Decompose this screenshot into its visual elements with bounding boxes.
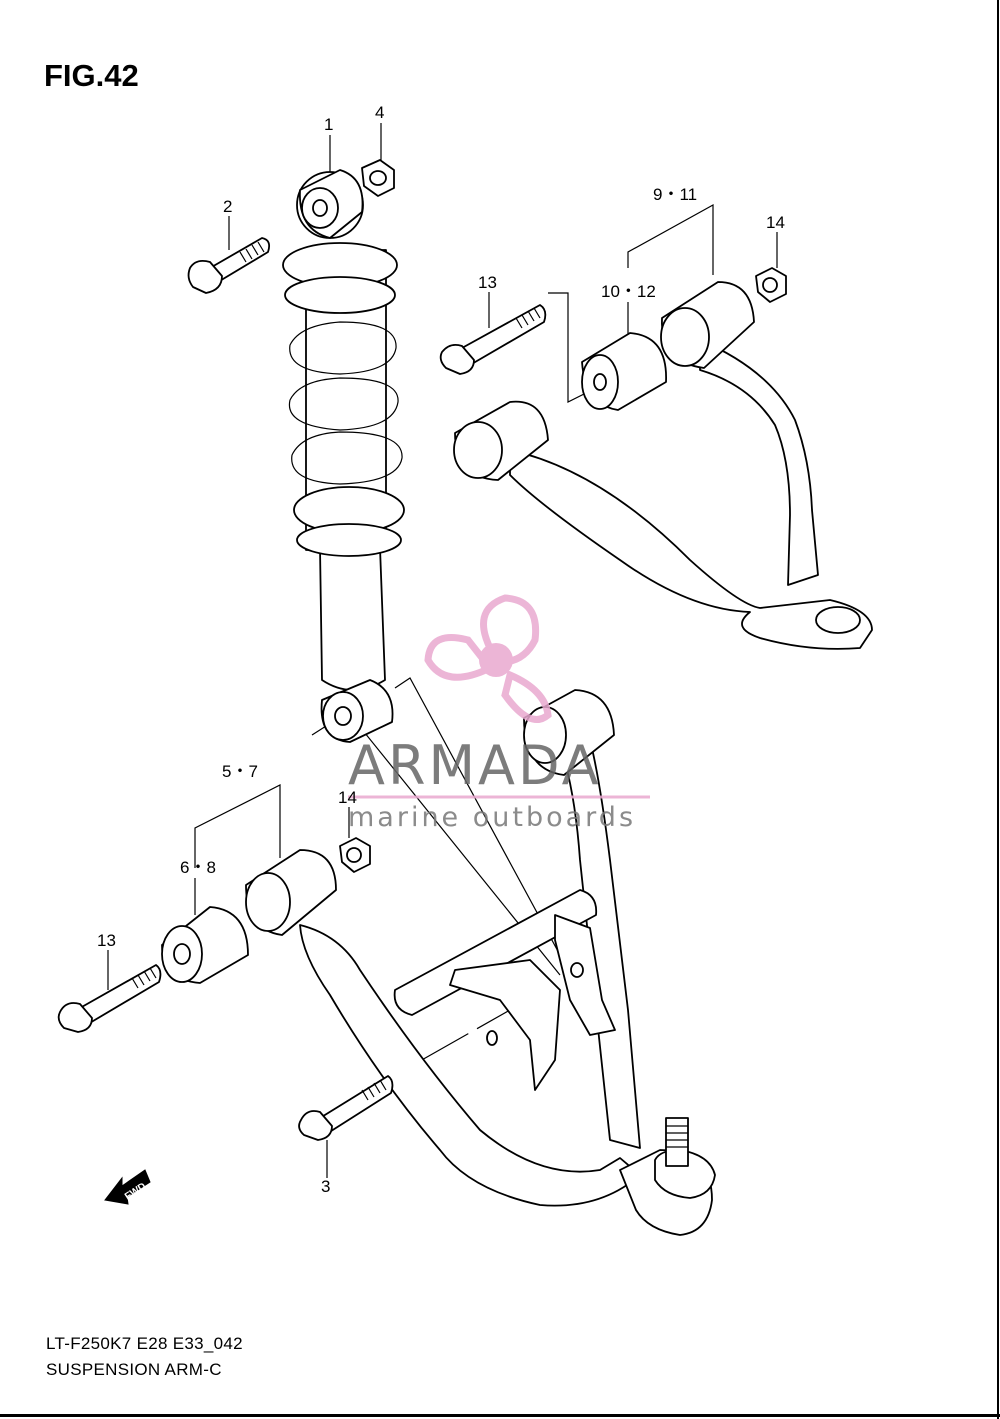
frame-border-bottom <box>0 1414 1000 1417</box>
shock-lower-bolt <box>298 1075 394 1141</box>
lower-arm-nut <box>339 837 371 873</box>
watermark-word: ARMADA <box>348 734 602 797</box>
upper-suspension-arm <box>453 281 873 650</box>
callout-6-8: 6・8 <box>180 858 216 877</box>
figure-code: LT-F250K7 E28 E33_042 <box>46 1334 243 1353</box>
callout-13-top: 13 <box>478 273 497 292</box>
callout-14-top: 14 <box>766 213 785 232</box>
upper-arm-nut <box>755 267 787 303</box>
shock-absorber <box>282 169 405 743</box>
callout-labels: 1 4 2 9・11 14 13 10・12 5・7 14 6・8 13 3 <box>97 103 785 1196</box>
watermark-logo: ARMADA marine outboards <box>348 594 650 833</box>
callout-4: 4 <box>375 103 384 122</box>
callout-3: 3 <box>321 1177 330 1196</box>
upper-arm-bushing <box>581 332 667 411</box>
callout-13-bottom: 13 <box>97 931 116 950</box>
forward-direction-arrow: FWD <box>104 1169 151 1205</box>
upper-arm-bolt <box>439 304 547 375</box>
arrow-left-icon <box>104 1169 151 1205</box>
callout-5-7: 5・7 <box>222 762 258 781</box>
propeller-icon <box>424 594 552 723</box>
callout-9-11: 9・11 <box>653 185 697 204</box>
callout-2: 2 <box>223 197 232 216</box>
lower-arm-bolt <box>57 964 162 1033</box>
lower-suspension-arm <box>245 689 716 1236</box>
callout-10-12: 10・12 <box>601 282 656 301</box>
lower-arm-bushing <box>161 906 249 984</box>
frame-border-right <box>997 0 999 1419</box>
figure-title: FIG.42 <box>44 58 139 93</box>
figure-name: SUSPENSION ARM-C <box>46 1360 222 1379</box>
watermark-tagline: marine outboards <box>348 802 636 833</box>
callout-14-mid: 14 <box>338 788 357 807</box>
shock-nut-top <box>361 159 395 197</box>
shock-upper-bolt <box>187 237 271 294</box>
callout-1: 1 <box>324 115 333 134</box>
